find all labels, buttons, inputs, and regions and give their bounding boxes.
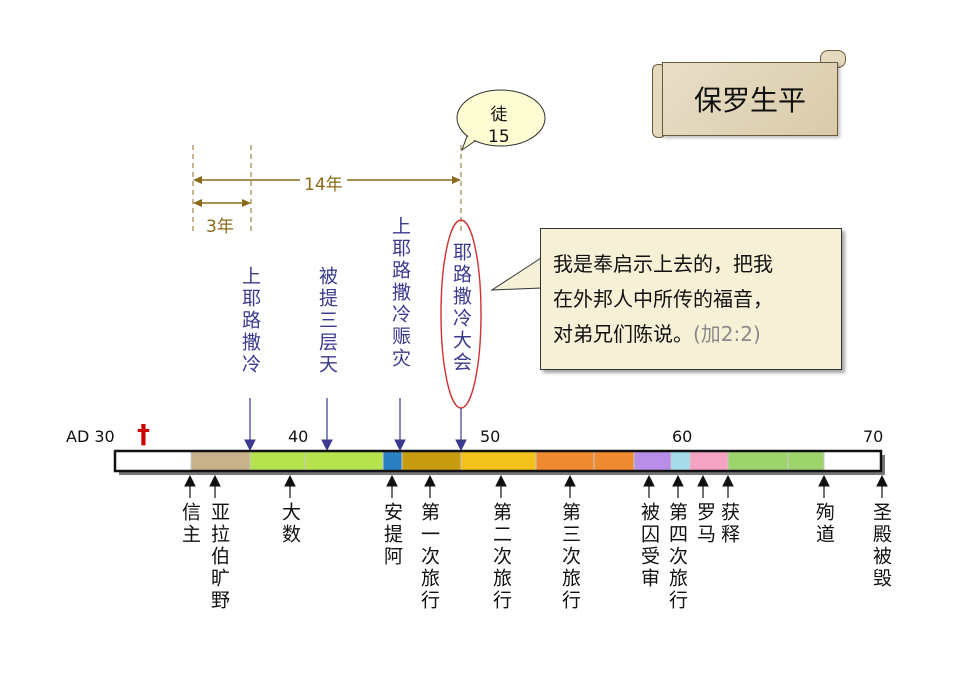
quote-callout: 我是奉启示上去的，把我 在外邦人中所传的福音， 对弟兄们陈说。(加2:2) (540, 228, 842, 370)
timeline-segment (728, 451, 788, 471)
timeline-segment (191, 451, 250, 471)
lower-event-arrows (184, 474, 888, 498)
event-lower-third-journey: 第三次旅行 (559, 502, 581, 612)
timeline-segment (250, 451, 305, 471)
timeline-segment (383, 451, 402, 471)
tick-50: 50 (480, 427, 501, 446)
duration-3-arrow-left (193, 199, 202, 207)
event-lower-conversion: 信主 (179, 502, 201, 546)
event-arrow-head (643, 474, 655, 487)
timeline-segment (690, 451, 728, 471)
event-arrow-head (209, 474, 221, 487)
timeline-segment (788, 451, 824, 471)
quote-pointer (490, 257, 542, 291)
quote-text: 我是奉启示上去的，把我 在外邦人中所传的福音， 对弟兄们陈说。(加2:2) (553, 247, 773, 352)
event-lower-rome: 罗马 (694, 502, 716, 546)
event-arrow-head (495, 474, 507, 487)
event-upper-jerusalem-council: 耶路撒冷大会 (450, 242, 472, 374)
page-title: 保罗生平 (693, 84, 806, 117)
timeline-bar-outline (113, 449, 883, 473)
duration-3-label: 3年 (202, 212, 238, 237)
quote-line-2: 在外邦人中所传的福音， (553, 287, 773, 311)
event-arrow-head (424, 474, 436, 487)
event-arrow-head (876, 474, 888, 487)
event-arrow-head (184, 474, 196, 487)
event-lower-martyrdom: 殉道 (813, 502, 835, 546)
bubble-tail-cover (464, 130, 486, 146)
tick-70: 70 (863, 427, 884, 446)
duration-14-arrow-right (452, 176, 461, 184)
event-upper-jerusalem-1: 上耶路撒冷 (239, 266, 261, 376)
timeline-segment (461, 451, 536, 471)
event-lower-tarsus: 大数 (279, 502, 301, 546)
event-arrow-head (818, 474, 830, 487)
event-lower-arabia: 亚拉伯旷野 (208, 502, 230, 612)
event-arrow-head (386, 474, 398, 487)
event-lower-antioch: 安提阿 (381, 502, 403, 568)
title-box: 保罗生平 (662, 62, 838, 136)
duration-14-label: 14年 (300, 170, 347, 195)
upper-event-arrows (244, 398, 467, 452)
event-lower-fourth-journey: 第四次旅行 (666, 502, 688, 612)
event-arrow-head (672, 474, 684, 487)
event-upper-third-heaven: 被提三层天 (316, 266, 338, 376)
quote-line-3: 对弟兄们陈说。 (553, 322, 693, 346)
timeline-segment (594, 451, 634, 471)
event-lower-second-journey: 第二次旅行 (490, 502, 512, 612)
tick-60: 60 (672, 427, 693, 446)
event-lower-first-journey: 第一次旅行 (418, 502, 440, 612)
event-lower-release: 获释 (718, 502, 740, 546)
quote-line-1: 我是奉启示上去的，把我 (553, 252, 773, 276)
event-arrow-head (564, 474, 576, 487)
event-upper-famine-relief: 上耶路撒冷赈灾 (389, 216, 411, 370)
timeline-segment (634, 451, 671, 471)
timeline-start-label: AD 30 (66, 427, 115, 446)
bubble-text: 徒 15 (488, 105, 510, 147)
timeline-segment (824, 451, 881, 471)
timeline-segment (115, 451, 191, 471)
duration-14-arrow-left (193, 176, 202, 184)
quote-line-3-wrap: 对弟兄们陈说。(加2:2) (553, 317, 773, 352)
timeline-segment (305, 451, 383, 471)
timeline-segment (671, 451, 690, 471)
cross-icon: † (137, 420, 150, 450)
duration-3-arrow-right (242, 199, 251, 207)
event-arrow-head (722, 474, 734, 487)
quote-reference: (加2:2) (693, 322, 761, 346)
timeline-bar-segments (115, 451, 881, 471)
tick-40: 40 (288, 427, 309, 446)
timeline-segment (402, 451, 461, 471)
timeline-segment (536, 451, 594, 471)
event-arrow-head (284, 474, 296, 487)
event-lower-temple-destroyed: 圣殿被毁 (870, 502, 892, 590)
event-lower-imprisonment: 被囚受审 (638, 502, 660, 590)
event-arrow-head (697, 474, 709, 487)
